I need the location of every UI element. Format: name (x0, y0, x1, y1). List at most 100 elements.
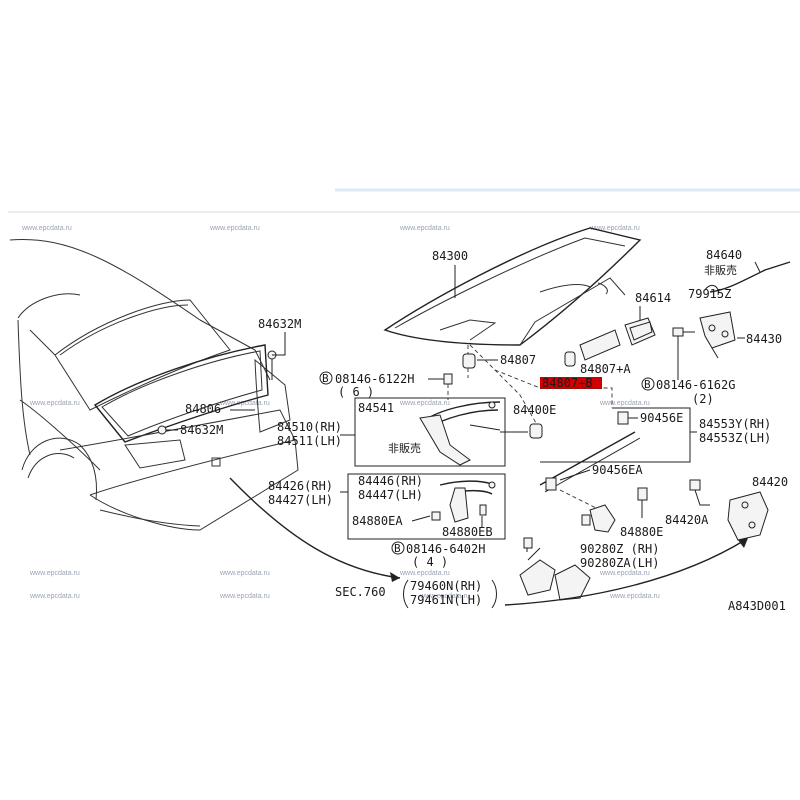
label-84426: 84426(RH) (268, 479, 333, 493)
label-08146-6162g: 08146-6162G (656, 378, 735, 392)
diagram-code: A843D001 (728, 599, 786, 613)
part-84614 (624, 317, 656, 346)
label-84807: 84807 (500, 353, 536, 367)
label-84553y: 84553Y(RH) (699, 417, 771, 431)
bolt-marker-6402h (391, 541, 405, 555)
label-nonsale-84640: 非販売 (704, 264, 737, 277)
part-79460n (519, 547, 591, 601)
svg-text:www.epcdata.ru: www.epcdata.ru (399, 225, 450, 232)
hinge-arm (419, 401, 501, 466)
part-84400e (529, 423, 543, 439)
label-84880e: 84880E (620, 525, 663, 539)
svg-text:www.epcdata.ru: www.epcdata.ru (609, 593, 660, 600)
svg-text:www.epcdata.ru: www.epcdata.ru (219, 593, 270, 600)
bolt-08146-6122h (443, 373, 453, 385)
trunk-lid-84300 (383, 227, 642, 346)
leader-84640 (754, 261, 761, 273)
label-84880ea: 84880EA (352, 514, 403, 528)
label-84807a: 84807+A (580, 362, 631, 376)
label-08146-6402h-qty: ( 4 ) (412, 555, 448, 569)
svg-text:www.epcdata.ru: www.epcdata.ru (29, 570, 80, 577)
bracket-79460n (403, 579, 409, 609)
label-84400e: 84400E (513, 403, 556, 417)
svg-text:www.epcdata.ru: www.epcdata.ru (599, 570, 650, 577)
svg-text:www.epcdata.ru: www.epcdata.ru (589, 225, 640, 232)
label-90456e: 90456E (640, 411, 683, 425)
bracket-79460n-right (491, 579, 497, 609)
finisher-84807a (564, 329, 621, 367)
label-84541: 84541 (358, 401, 394, 415)
label-84880eb: 84880EB (442, 525, 493, 539)
label-90456ea: 90456EA (592, 463, 643, 477)
svg-text:www.epcdata.ru: www.epcdata.ru (21, 225, 72, 232)
arrow-head-sec760 (390, 572, 400, 582)
svg-text:www.epcdata.ru: www.epcdata.ru (219, 400, 270, 407)
part-90280z (581, 504, 616, 533)
bumper-84632m-upper (267, 332, 286, 380)
svg-text:www.epcdata.ru: www.epcdata.ru (599, 400, 650, 407)
arrow-head-lock (738, 538, 748, 548)
label-84430: 84430 (746, 332, 782, 346)
label-84614: 84614 (635, 291, 671, 305)
label-08146-6122h-qty: ( 6 ) (338, 385, 374, 399)
bolt-marker-6402h-text: B (394, 542, 401, 555)
bolt-marker-6122h (319, 371, 333, 385)
label-84510: 84510(RH) (277, 420, 342, 434)
label-84446: 84446(RH) (358, 474, 423, 488)
part-84420a (689, 479, 710, 506)
label-84427: 84427(LH) (268, 493, 333, 507)
dash-center-3 (469, 344, 541, 431)
part-84880e (637, 487, 648, 518)
bolt-08146-6162g (672, 327, 695, 337)
bumper-84632m-lower (157, 425, 178, 435)
arrow-to-lock (504, 539, 746, 606)
bumper-84807 (462, 353, 476, 369)
bolt-marker-6162g-text: B (644, 378, 651, 391)
label-84632m-upper: 84632M (258, 317, 301, 331)
bolt-08146-6402h (523, 537, 533, 549)
part-84430 (699, 311, 736, 359)
label-84632m-lower: 84632M (180, 423, 223, 437)
svg-text:www.epcdata.ru: www.epcdata.ru (29, 400, 80, 407)
svg-text:www.epcdata.ru: www.epcdata.ru (399, 400, 450, 407)
svg-text:www.epcdata.ru: www.epcdata.ru (219, 570, 270, 577)
label-nonsale-hinge: 非販売 (388, 442, 421, 455)
dash-torsion (559, 489, 601, 511)
label-79915z: 79915Z (688, 287, 731, 301)
label-84420: 84420 (752, 475, 788, 489)
label-84447: 84447(LH) (358, 488, 423, 502)
label-90280za: 90280ZA(LH) (580, 556, 659, 570)
svg-text:www.epcdata.ru: www.epcdata.ru (29, 593, 80, 600)
label-sec-760: SEC.760 (335, 585, 386, 599)
bolt-marker-6122h-text: B (322, 372, 329, 385)
label-79461n: 79461N(LH) (410, 593, 482, 607)
label-79460n: 79460N(RH) (410, 579, 482, 593)
torsion-box-lines (540, 407, 691, 463)
part-84420-lock (727, 491, 769, 541)
label-84807b: 84807+B (542, 376, 593, 390)
label-08146-6122h: 08146-6122H (335, 372, 414, 386)
leader-84880ea (411, 515, 431, 522)
car-rear-body (9, 238, 299, 531)
label-08146-6402h: 08146-6402H (406, 542, 485, 556)
svg-text:www.epcdata.ru: www.epcdata.ru (399, 570, 450, 577)
svg-text:www.epcdata.ru: www.epcdata.ru (209, 225, 260, 232)
label-84806: 84806 (185, 402, 221, 416)
label-90280z: 90280Z (RH) (580, 542, 659, 556)
torsion-bar (539, 411, 641, 493)
dash-center-2 (494, 369, 613, 408)
label-84420a: 84420A (665, 513, 709, 527)
watermarks: www.epcdata.ru www.epcdata.ru www.epcdat… (21, 225, 660, 600)
svg-text:www.epcdata.ru: www.epcdata.ru (419, 593, 470, 600)
arrow-car-to-sec760 (229, 477, 401, 579)
leader-90456ea (559, 469, 591, 481)
label-84300: 84300 (432, 249, 468, 263)
bolt-marker-6162g (641, 377, 655, 391)
label-84553z: 84553Z(LH) (699, 431, 771, 445)
label-08146-6162g-qty: (2) (692, 392, 714, 406)
label-84640: 84640 (706, 248, 742, 262)
highlight-84807b (540, 377, 602, 389)
hinge-lower-box (347, 473, 506, 540)
hinge-lower-arm (431, 480, 496, 523)
